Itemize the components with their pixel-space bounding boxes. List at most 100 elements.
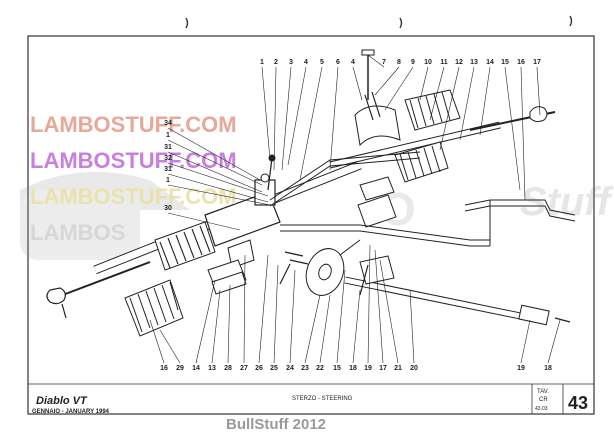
callout-leader: [479, 66, 491, 136]
callout-leader: [439, 66, 460, 151]
watermark-stack: LAMBOSTUFF.COM LAMBOSTUFF.COM LAMBOSTUFF…: [30, 112, 237, 245]
callout-number: 32: [164, 155, 172, 162]
callout-number: 34: [164, 120, 172, 127]
callout-number: 2: [274, 59, 278, 66]
callout-leader: [419, 66, 429, 101]
callout-leader: [379, 259, 399, 364]
callout-leader: [536, 66, 541, 116]
drawing-frame: [27, 35, 595, 415]
binding-ticks: [185, 15, 573, 29]
callout-leader: [167, 162, 269, 197]
callout-leader: [547, 319, 561, 364]
spare-bellows-boot: [124, 279, 184, 337]
callout-number: 7: [382, 59, 386, 66]
left-bellows-boot: [154, 221, 216, 271]
callout-number: 16: [517, 59, 525, 66]
callout-number: 1: [260, 59, 264, 66]
watermark-line-3: LAMBOSTUFF.COM: [30, 184, 237, 209]
callout-leader: [289, 269, 296, 364]
callout-leader: [459, 66, 475, 141]
callout-number: 22: [316, 365, 324, 372]
callout-number: 24: [286, 365, 294, 372]
callout-number: 20: [410, 365, 418, 372]
callout-number: 3: [289, 59, 293, 66]
publication-date: GENNAIO - JANUARY 1994: [32, 409, 110, 415]
callout-number: 6: [336, 59, 340, 66]
tav-label: TAV.: [537, 389, 549, 395]
callout-leader: [167, 127, 261, 181]
callout-number: 19: [364, 365, 372, 372]
callout-leader: [281, 66, 292, 171]
callout-number: 25: [270, 365, 278, 372]
callout-leader: [299, 66, 323, 181]
callout-number: 4: [351, 59, 355, 66]
callout-number: 10: [424, 59, 432, 66]
callout-number: 17: [379, 365, 387, 372]
callout-number: 27: [240, 365, 248, 372]
tav-sub: 43.03: [535, 406, 548, 412]
diagram-title: STERZO - STEERING: [292, 396, 353, 402]
callout-leader: [167, 139, 263, 186]
tav-code: CR: [539, 397, 548, 403]
callout-number: 14: [192, 365, 200, 372]
callout-leader: [211, 289, 221, 364]
steering-column: [279, 239, 571, 326]
callout-leader: [149, 319, 165, 364]
callout-number: 17: [533, 59, 541, 66]
tav-number: 43: [568, 393, 588, 413]
steering-rack-assembly: [46, 154, 362, 319]
callout-number: 19: [517, 365, 525, 372]
callout-number: 14: [486, 59, 494, 66]
callout-number: 31: [164, 166, 172, 173]
callout-leader: [367, 244, 371, 364]
callout-leader: [287, 66, 307, 166]
callout-leader: [352, 289, 361, 364]
callout-number: 13: [208, 365, 216, 372]
callout-leader: [167, 151, 263, 193]
hydraulic-pipes: [269, 151, 576, 247]
callout-number: 11: [440, 59, 448, 66]
callout-leader: [273, 66, 277, 171]
callout-leader: [195, 279, 216, 364]
callout-number: 28: [224, 365, 232, 372]
callout-number: 30: [164, 205, 172, 212]
callout-number: 29: [176, 365, 184, 372]
background-brand-text: Stuff: [520, 180, 614, 224]
right-rack-assembly: [329, 49, 556, 228]
callout-leader: [159, 329, 181, 364]
callout-leader: [167, 212, 241, 231]
callout-leader: [367, 54, 385, 68]
callout-number: 21: [394, 365, 402, 372]
watermark-line-4: LAMBOS: [30, 220, 125, 245]
callout-leader: [167, 173, 269, 203]
callout-leader: [258, 254, 269, 364]
watermark-line-1: LAMBOSTUFF.COM: [30, 112, 237, 137]
callout-leader: [520, 66, 526, 201]
callout-leader: [352, 66, 363, 101]
callout-leader: [336, 269, 346, 364]
callout-leader: [273, 264, 279, 364]
callout-number: 12: [455, 59, 463, 66]
callout-number: 9: [411, 59, 415, 66]
callout-leader: [409, 289, 415, 364]
callout-number: 1: [166, 132, 170, 139]
callout-number: 15: [333, 365, 341, 372]
callout-leader: [374, 66, 400, 96]
callout-number: 5: [320, 59, 324, 66]
callout-number: 18: [349, 365, 357, 372]
callout-number: 18: [544, 365, 552, 372]
right-bellows-boot: [394, 141, 449, 183]
callout-leader: [504, 66, 521, 191]
callout-number: 23: [301, 365, 309, 372]
callout-leader: [261, 66, 271, 161]
callout-leader: [227, 284, 231, 364]
callout-leader: [329, 66, 339, 171]
callout-leader: [304, 294, 321, 364]
background-brand-watermark: Stuff O: [20, 172, 614, 260]
callout-number: 13: [470, 59, 478, 66]
credit-caption: BullStuff 2012: [226, 416, 326, 433]
